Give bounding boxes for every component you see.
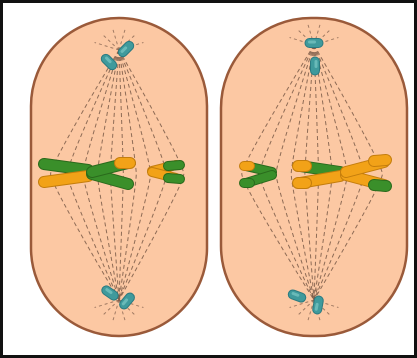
centriole-icon [311,57,320,75]
cell-left [31,18,207,336]
large-chromatid [44,164,88,170]
cell-right [221,18,407,336]
centriole-highlight [315,60,318,68]
small-chromatid-tip [168,165,180,166]
large-chromatid [44,176,88,182]
centriole-highlight [308,41,316,44]
small-chromatid-tip [168,178,180,179]
centriole-icon [305,39,323,48]
large-chromatid-tip [374,185,386,186]
large-chromatid-tip [374,160,386,161]
